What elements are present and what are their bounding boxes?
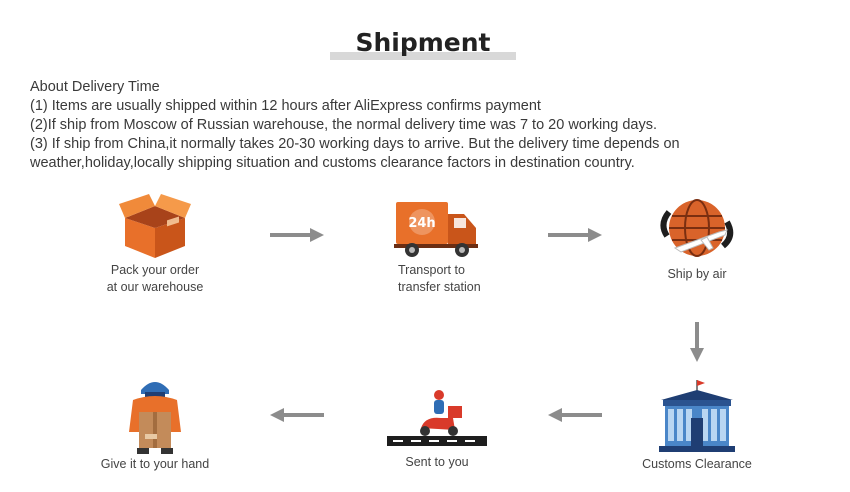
truck-badge-text: 24h [408, 216, 435, 231]
step-air: Ship by air [622, 194, 772, 283]
arrow-down-icon [690, 322, 704, 362]
delivery-info-line-1: (1) Items are usually shipped within 12 … [30, 98, 541, 114]
title-underline [330, 52, 516, 60]
step-customs-label: Customs Clearance [642, 457, 752, 471]
step-pack-label: Pack your order at our warehouse [80, 262, 230, 296]
arrow-left-icon [270, 408, 324, 422]
delivery-info: About Delivery Time (1) Items are usuall… [30, 78, 830, 173]
arrow-right-icon [270, 228, 324, 242]
step-transport-label-line2: transfer station [398, 280, 481, 294]
step-customs: Customs Clearance [622, 378, 772, 473]
delivery-person-icon [129, 382, 181, 454]
step-hand: Give it to your hand [80, 372, 230, 473]
step-pack-label-line1: Pack your order [110, 263, 200, 277]
page-title: Shipment [355, 28, 491, 57]
customs-building-icon [659, 380, 735, 452]
step-sent: Sent to you [362, 386, 512, 471]
arrow-left-icon [548, 408, 602, 422]
scooter-courier-icon [387, 390, 487, 446]
step-transport-label: Transport to transfer station [362, 262, 512, 296]
delivery-info-line-3: (3) If ship from China,it normally takes… [30, 136, 680, 171]
step-air-label: Ship by air [667, 267, 727, 281]
title-block: Shipment [330, 28, 516, 64]
box-icon [119, 194, 191, 258]
step-transport-label-line1: Transport to [398, 263, 465, 277]
globe-airplane-icon [660, 199, 734, 257]
step-sent-label: Sent to you [405, 455, 469, 469]
delivery-info-line-2: (2)If ship from Moscow of Russian wareho… [30, 117, 657, 133]
arrow-right-icon [548, 228, 602, 242]
step-pack-label-line2: at our warehouse [106, 280, 204, 294]
step-pack: Pack your order at our warehouse [80, 192, 230, 296]
delivery-info-heading: About Delivery Time [30, 79, 160, 95]
step-transport: 24h Transport to transfer station [362, 196, 512, 296]
step-hand-label: Give it to your hand [100, 457, 210, 471]
truck-24h-icon: 24h [394, 202, 478, 257]
